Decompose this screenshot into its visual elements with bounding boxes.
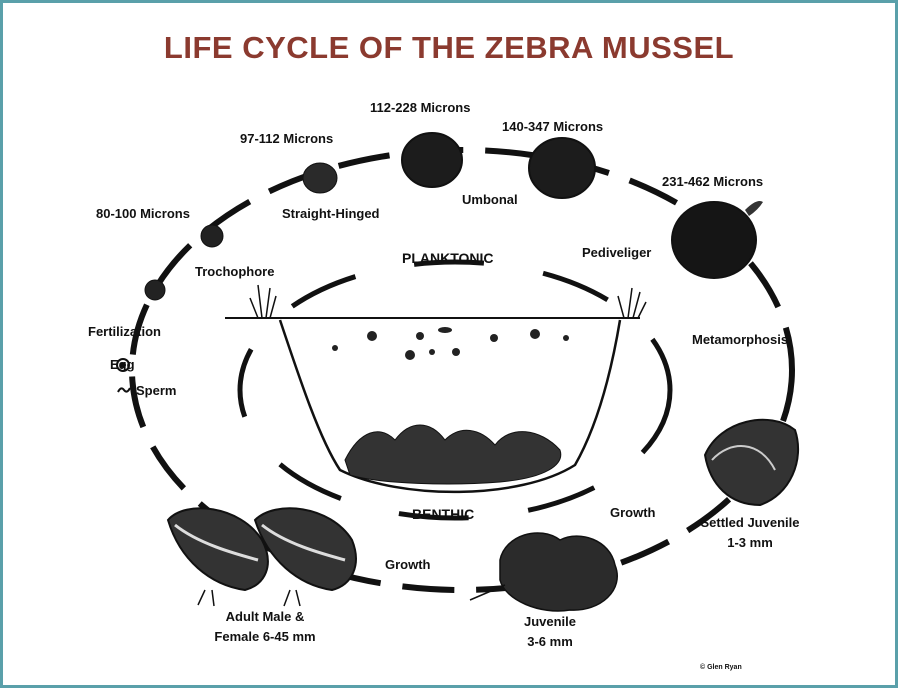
label-umbonal: Umbonal (462, 192, 518, 208)
label-sperm: Sperm (136, 383, 176, 399)
label-pediveliger-size: 231-462 Microns (662, 174, 763, 190)
label-trochophore: Trochophore (195, 264, 274, 280)
label-metamorphosis: Metamorphosis (692, 332, 788, 348)
sperm-symbol (118, 388, 130, 392)
label-juvenile-size: 3-6 mm (510, 634, 590, 650)
label-growth-1: Growth (610, 505, 656, 521)
label-pediveliger: Pediveliger (582, 245, 651, 261)
water-larvae (332, 327, 569, 360)
umbonal-larva-a (402, 133, 462, 187)
label-fertilization: Fertilization (88, 324, 161, 340)
label-settled-juvenile: Settled Juvenile (690, 515, 810, 531)
label-egg: Egg (110, 357, 135, 373)
label-straight-hinged: Straight-Hinged (282, 206, 380, 222)
straight-hinged-larva (303, 163, 337, 193)
label-umbonal-size-a: 112-228 Microns (370, 100, 470, 116)
credit-text: © Glen Ryan (700, 664, 742, 671)
label-umbonal-size-b: 140-347 Microns (502, 119, 603, 135)
juvenile-cluster (470, 533, 617, 611)
mussel-bed (345, 425, 561, 484)
adult-mussels (168, 508, 356, 606)
label-settled-juvenile-size: 1-3 mm (690, 535, 810, 551)
label-juvenile: Juvenile (510, 614, 590, 630)
label-benthic-zone: BENTHIC (412, 506, 474, 522)
label-growth-2: Growth (385, 557, 431, 573)
label-straight-hinged-size: 97-112 Microns (240, 131, 333, 147)
label-adult-size: Female 6-45 mm (205, 629, 325, 645)
label-adult: Adult Male & (205, 609, 325, 625)
settled-juvenile-shell (705, 420, 798, 505)
fertilized-egg (145, 280, 165, 300)
label-trochophore-size: 80-100 Microns (96, 206, 190, 222)
umbonal-larva-b (529, 138, 595, 198)
trochophore-larva (201, 225, 223, 247)
label-planktonic-zone: PLANKTONIC (402, 250, 494, 266)
